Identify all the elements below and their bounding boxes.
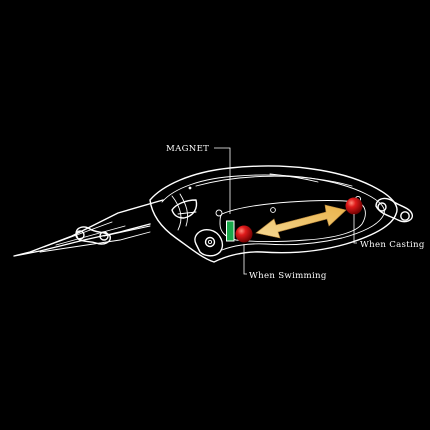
weight-ball-swimming (235, 225, 253, 243)
weight-ball-casting (345, 197, 363, 215)
tail-hanger (375, 197, 413, 223)
when-swimming-label: When Swimming (249, 271, 327, 281)
when-casting-label: When Casting (360, 240, 425, 250)
belly-hanger (194, 229, 224, 257)
magnet-block (226, 220, 235, 242)
line-tie (75, 225, 151, 245)
label-leaders (214, 147, 357, 275)
weight-movement-arrow (255, 204, 347, 239)
magnet-label: MAGNET (166, 144, 209, 154)
